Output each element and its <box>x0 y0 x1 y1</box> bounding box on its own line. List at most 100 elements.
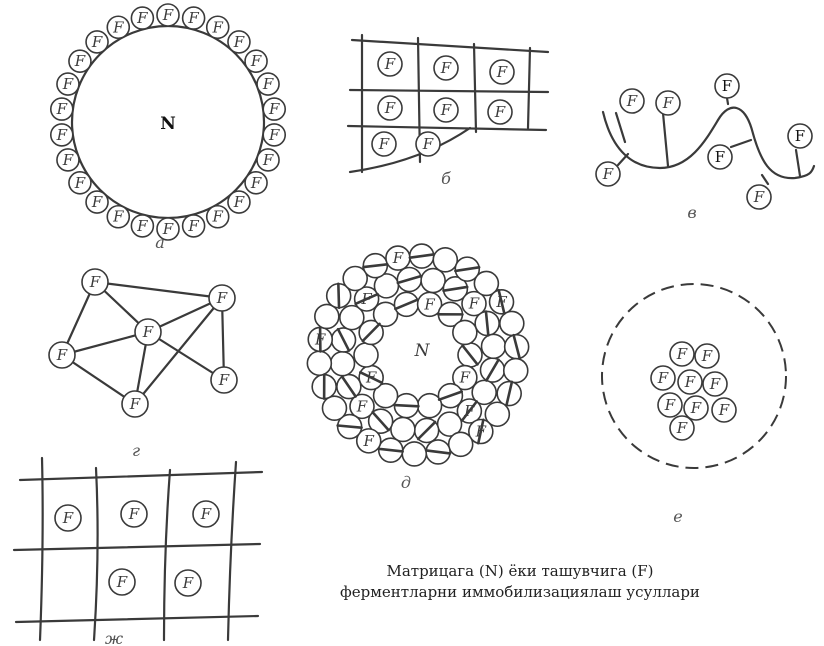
enzyme-bead: F <box>670 342 694 366</box>
svg-text:F: F <box>268 126 280 144</box>
svg-text:F: F <box>709 375 721 393</box>
enzyme-bead: F <box>183 215 205 237</box>
svg-text:F: F <box>56 346 68 364</box>
panel-label-g: г <box>132 441 140 460</box>
svg-text:F: F <box>690 399 702 417</box>
enzyme-bead: F <box>107 16 129 38</box>
enzyme-bead <box>330 352 354 376</box>
enzyme-bead: F <box>715 74 739 98</box>
svg-text:F: F <box>142 323 154 341</box>
panel-label-e: е <box>673 507 682 526</box>
enzyme-bead: F <box>183 7 205 29</box>
grid-line <box>474 44 476 132</box>
cut-edge <box>350 128 470 172</box>
svg-text:F: F <box>62 509 74 527</box>
svg-text:F: F <box>74 52 86 70</box>
enzyme-bead: F <box>82 269 108 295</box>
enzyme-bead: F <box>209 285 235 311</box>
svg-text:F: F <box>233 33 245 51</box>
enzyme-bead: F <box>684 396 708 420</box>
svg-text:F: F <box>722 77 732 95</box>
svg-text:F: F <box>91 33 103 51</box>
panel-label-b: б <box>441 169 451 188</box>
enzyme-bead: F <box>57 149 79 171</box>
svg-text:F: F <box>676 345 688 363</box>
panel-zh: F F F F F ж <box>14 458 262 646</box>
svg-text:F: F <box>200 505 212 523</box>
svg-text:F: F <box>378 135 390 153</box>
enzyme-bead: F <box>51 98 73 120</box>
enzyme-bead: F <box>257 73 279 95</box>
svg-text:F: F <box>212 18 224 36</box>
grid-beads: FFFFFFFF <box>372 52 514 156</box>
svg-text:F: F <box>262 75 274 93</box>
enzyme-bead <box>307 351 331 375</box>
panel-g: F F F F F F г <box>49 269 237 460</box>
enzyme-bead: F <box>86 191 108 213</box>
enzyme-bead: F <box>678 370 702 394</box>
svg-text:F: F <box>262 151 274 169</box>
svg-text:F: F <box>116 573 128 591</box>
svg-text:F: F <box>187 9 199 27</box>
enzyme-bead: F <box>175 570 201 596</box>
matrix-label-d: N <box>414 341 431 361</box>
svg-text:F: F <box>468 295 480 313</box>
svg-text:F: F <box>112 208 124 226</box>
enclosed-beads: FFFFFFFFF <box>651 342 736 440</box>
svg-text:F: F <box>795 127 805 145</box>
svg-text:F: F <box>187 217 199 235</box>
enzyme-bead: F <box>596 162 620 186</box>
svg-text:F: F <box>62 75 74 93</box>
svg-text:F: F <box>494 103 506 121</box>
enzyme-bead <box>433 248 457 272</box>
enzyme-bead: F <box>658 393 682 417</box>
svg-text:F: F <box>216 289 228 307</box>
enzyme-bead: F <box>57 73 79 95</box>
chain-branch <box>618 154 628 165</box>
network-link <box>95 282 222 298</box>
enzyme-bead <box>482 334 506 358</box>
enzyme-bead: F <box>257 149 279 171</box>
figure-caption: Матрицага (N) ёки ташувчига (F) ферментл… <box>300 561 740 603</box>
enzyme-bead: F <box>69 50 91 72</box>
enzyme-bead: F <box>131 7 153 29</box>
enzyme-bead: F <box>788 124 812 148</box>
chain-branch <box>731 140 751 147</box>
grid-line <box>164 470 170 640</box>
svg-text:F: F <box>440 101 452 119</box>
svg-text:F: F <box>56 126 68 144</box>
chain-branch <box>796 150 800 176</box>
enzyme-bead: F <box>49 342 75 368</box>
enzyme-bead <box>504 359 528 383</box>
enzyme-bead: F <box>245 172 267 194</box>
matrix-label: N <box>160 114 176 134</box>
svg-text:F: F <box>684 373 696 391</box>
svg-text:F: F <box>384 99 396 117</box>
enzyme-bead: F <box>263 124 285 146</box>
enzyme-bead: F <box>121 501 147 527</box>
svg-text:F: F <box>701 347 713 365</box>
enzyme-bead <box>421 269 445 293</box>
svg-text:F: F <box>136 217 148 235</box>
enzyme-bead: F <box>386 246 410 270</box>
enzyme-bead <box>453 320 477 344</box>
grid-line <box>14 544 260 550</box>
svg-text:F: F <box>356 397 368 415</box>
svg-text:F: F <box>423 295 435 313</box>
enzyme-bead: F <box>434 98 458 122</box>
svg-text:F: F <box>218 371 230 389</box>
svg-text:F: F <box>250 52 262 70</box>
grid-line <box>348 126 546 130</box>
svg-text:F: F <box>62 151 74 169</box>
enzyme-bead: F <box>55 505 81 531</box>
panel-label-zh: ж <box>105 629 124 646</box>
svg-text:F: F <box>129 395 141 413</box>
panel-label-a: а <box>155 233 165 252</box>
enzyme-bead: F <box>708 145 732 169</box>
enzyme-bead: F <box>620 89 644 113</box>
enzyme-bead <box>500 311 524 335</box>
svg-text:F: F <box>363 432 375 450</box>
